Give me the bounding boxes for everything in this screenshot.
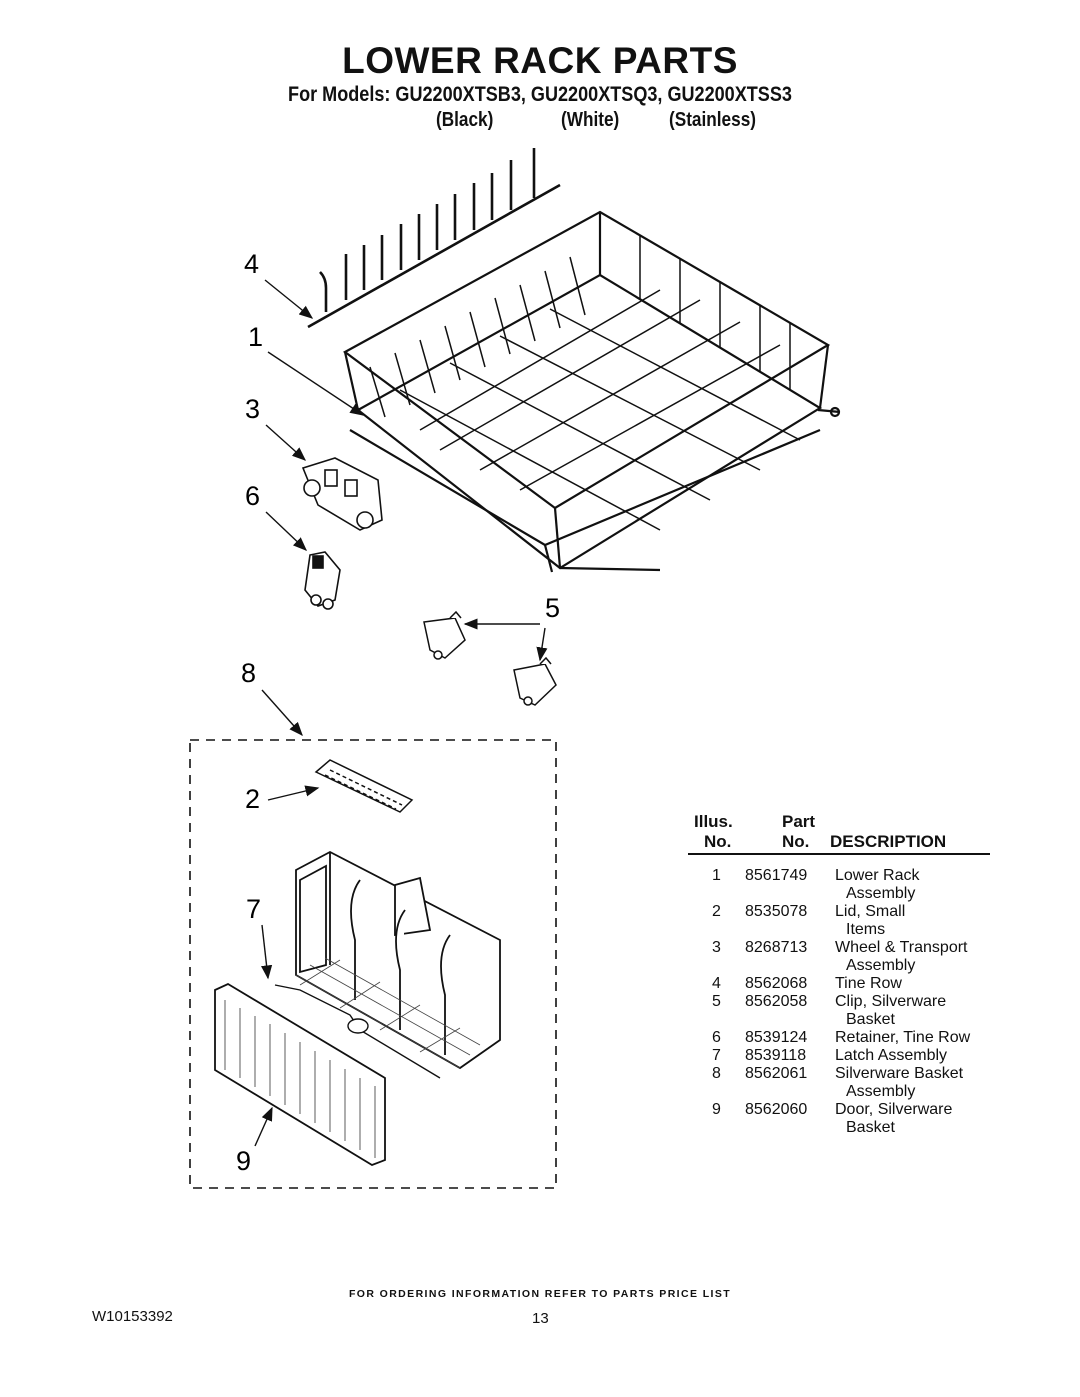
- description-cont: Assembly: [846, 1083, 916, 1100]
- wheel-transport-illustration: [301, 457, 383, 531]
- description: Lower Rack: [835, 867, 920, 884]
- leader-7: [261, 924, 273, 980]
- description-cont: Items: [846, 921, 886, 938]
- description: Clip, Silverware: [835, 993, 947, 1010]
- callout-2: 2: [245, 784, 260, 814]
- illus-no: 6: [712, 1029, 721, 1046]
- illus-no: 2: [712, 903, 721, 920]
- page-title: LOWER RACK PARTS: [342, 40, 738, 81]
- table-row: 1 8561749 Lower Rack Assembly: [688, 867, 990, 902]
- table-row: 2 8535078 Lid, Small Items: [688, 903, 990, 938]
- header-part-bottom: No.: [782, 832, 810, 851]
- part-no: 8539124: [745, 1029, 808, 1046]
- leader-4: [264, 279, 314, 319]
- tine-retainer-illustration: [304, 551, 341, 610]
- callout-7: 7: [246, 894, 261, 924]
- description: Wheel & Transport: [835, 939, 968, 956]
- part-no: 8535078: [745, 903, 808, 920]
- illus-no: 8: [712, 1065, 721, 1082]
- part-no: 8268713: [745, 939, 808, 956]
- description-cont: Assembly: [846, 885, 916, 902]
- illus-no: 5: [712, 993, 721, 1010]
- table-row: 3 8268713 Wheel & Transport Assembly: [688, 939, 990, 974]
- callout-8: 8: [241, 658, 256, 688]
- silverware-door-illustration: [214, 982, 386, 1166]
- illus-no: 1: [712, 867, 721, 884]
- table-row: 8 8562061 Silverware Basket Assembly: [688, 1065, 990, 1100]
- callout-5: 5: [545, 593, 560, 623]
- leader-3: [265, 424, 307, 461]
- part-no: 8561749: [745, 867, 808, 884]
- color-stainless: (Stainless): [669, 109, 756, 131]
- description: Silverware Basket: [835, 1065, 964, 1082]
- tine-row-illustration: [307, 148, 561, 329]
- leader-5b: [536, 627, 548, 662]
- document-id: W10153392: [92, 1308, 173, 1325]
- part-no: 8562060: [745, 1101, 808, 1118]
- latch-assembly-illustration: [274, 984, 441, 1079]
- illus-no: 3: [712, 939, 721, 956]
- leader-8: [261, 689, 303, 737]
- description: Tine Row: [835, 975, 902, 992]
- callout-4: 4: [244, 249, 259, 279]
- color-white: (White): [561, 109, 620, 131]
- description: Latch Assembly: [835, 1047, 948, 1064]
- callout-6: 6: [245, 481, 260, 511]
- callout-9: 9: [236, 1146, 251, 1176]
- illus-no: 7: [712, 1047, 721, 1064]
- silverware-basket-illustration: [295, 850, 501, 1070]
- table-row: 6 8539124 Retainer, Tine Row: [688, 1029, 990, 1047]
- callout-3: 3: [245, 394, 260, 424]
- callout-1: 1: [248, 322, 263, 352]
- table-row: 5 8562058 Clip, Silverware Basket: [688, 993, 990, 1028]
- ordering-note: FOR ORDERING INFORMATION REFER TO PARTS …: [348, 1288, 732, 1300]
- description-cont: Basket: [846, 1119, 895, 1136]
- silverware-clip-illustration: [423, 610, 557, 706]
- model-list: For Models: GU2200XTSB3, GU2200XTSQ3, GU…: [288, 83, 792, 106]
- description: Retainer, Tine Row: [835, 1029, 971, 1046]
- silverware-basket-kit-box: [189, 739, 557, 1189]
- leader-1: [267, 351, 365, 416]
- part-no: 8562068: [745, 975, 808, 992]
- description: Lid, Small: [835, 903, 906, 920]
- leader-6: [265, 511, 308, 551]
- header-illus-bottom: No.: [704, 832, 732, 851]
- leader-9: [254, 1106, 273, 1147]
- part-no: 8562061: [745, 1065, 808, 1082]
- color-black: (Black): [436, 109, 494, 131]
- table-row: 9 8562060 Door, Silverware Basket: [688, 1101, 990, 1136]
- small-items-lid-illustration: [314, 759, 414, 813]
- lower-rack-illustration: [342, 210, 841, 573]
- illus-no: 9: [712, 1101, 721, 1118]
- header-part-top: Part: [782, 812, 816, 831]
- table-row: 7 8539118 Latch Assembly: [688, 1047, 990, 1065]
- description: Door, Silverware: [835, 1101, 953, 1118]
- page-number: 13: [532, 1310, 549, 1327]
- part-no: 8539118: [745, 1047, 807, 1064]
- description-cont: Assembly: [846, 957, 916, 974]
- leader-2: [267, 785, 320, 801]
- description-cont: Basket: [846, 1011, 895, 1028]
- part-no: 8562058: [745, 993, 808, 1010]
- illus-no: 4: [712, 975, 721, 992]
- header-illus-top: Illus.: [694, 812, 733, 831]
- table-row: 4 8562068 Tine Row: [688, 975, 990, 993]
- header-description: DESCRIPTION: [830, 832, 947, 851]
- header-divider: [688, 853, 990, 855]
